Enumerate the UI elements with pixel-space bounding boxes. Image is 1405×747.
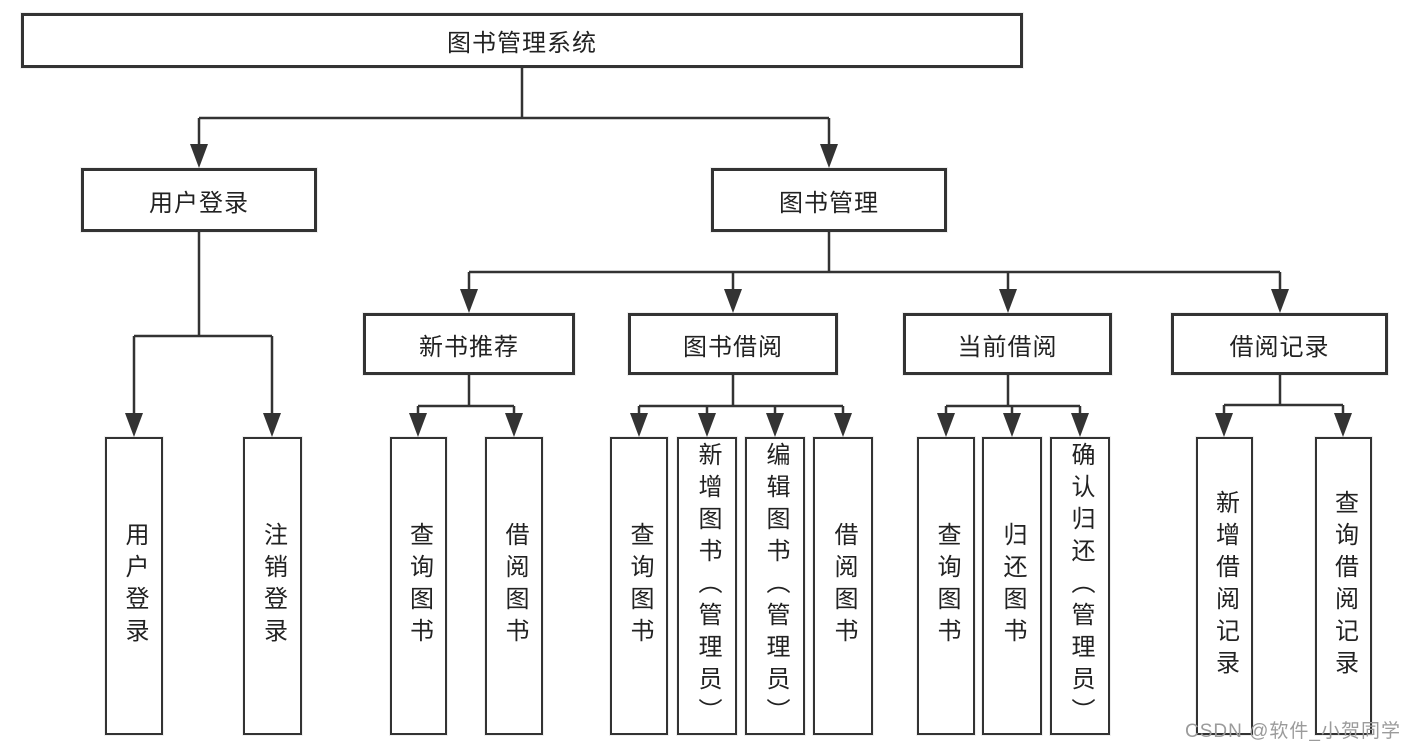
- leaf-user-login: 用户登录: [105, 437, 163, 735]
- node-book-borrowing: 图书借阅: [628, 313, 838, 375]
- node-current-borrowing: 当前借阅: [903, 313, 1112, 375]
- leaf-confirm-return-admin: 确认归还（管理员）: [1050, 437, 1110, 735]
- node-user-login: 用户登录: [81, 168, 317, 232]
- node-borrowing-records: 借阅记录: [1171, 313, 1388, 375]
- leaf-add-borrow-record: 新增借阅记录: [1196, 437, 1253, 735]
- leaf-add-books-admin: 新增图书（管理员）: [677, 437, 737, 735]
- leaf-borrow-books: 借阅图书: [813, 437, 873, 735]
- leaf-query-books-current: 查询图书: [917, 437, 975, 735]
- csdn-watermark: CSDN @软件_小贺同学: [1185, 721, 1401, 742]
- tree-edges: [132, 66, 1345, 418]
- leaf-edit-books-admin: 编辑图书（管理员）: [745, 437, 805, 735]
- leaf-query-books-recommend: 查询图书: [390, 437, 447, 735]
- node-new-book-recommendation: 新书推荐: [363, 313, 575, 375]
- leaf-query-books-borrow: 查询图书: [610, 437, 668, 735]
- leaf-logout: 注销登录: [243, 437, 302, 735]
- leaf-return-books: 归还图书: [982, 437, 1042, 735]
- leaf-query-borrow-record: 查询借阅记录: [1315, 437, 1372, 735]
- node-library-management-system: 图书管理系统: [21, 13, 1023, 68]
- arrowheads: [125, 144, 1352, 437]
- leaf-borrow-books-recommend: 借阅图书: [485, 437, 543, 735]
- node-book-management: 图书管理: [711, 168, 947, 232]
